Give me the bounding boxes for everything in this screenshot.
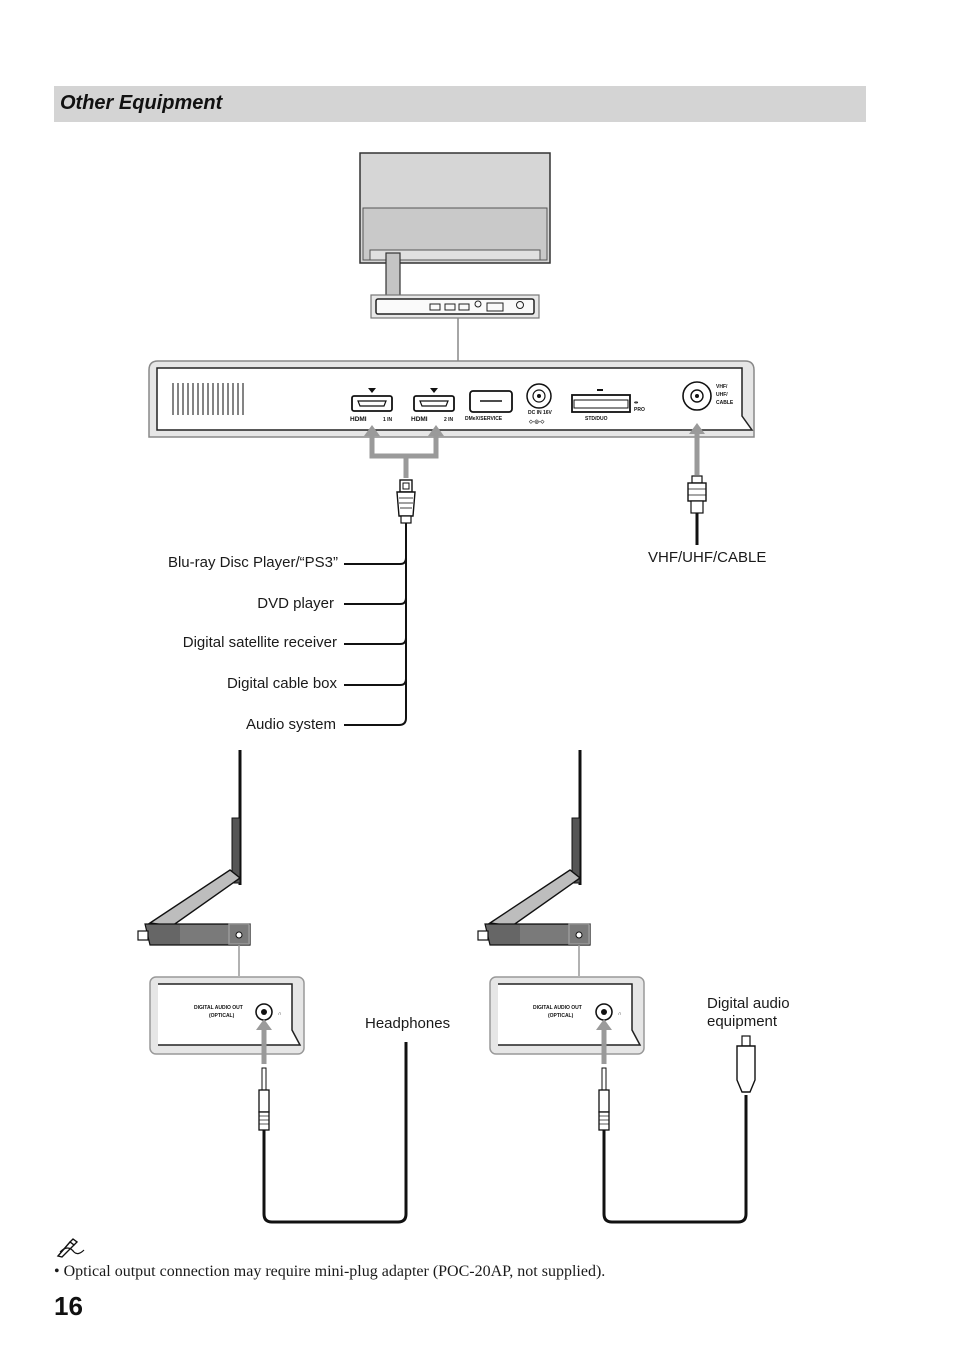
digital-audio-out-label-left-1: DIGITAL AUDIO OUT [194,1005,243,1011]
antenna-port: VHF/ UHF/ CABLE [682,381,734,411]
dc-in-label: DC IN 16V [528,410,553,416]
note-text: • Optical output connection may require … [54,1263,606,1280]
dmex-port: DMeX/SERVICE [465,390,513,422]
vhf-label-3: CABLE [716,400,734,406]
vhf-label-1: VHF/ [716,384,728,390]
digital-audio-out-label-left-2: (OPTICAL) [209,1013,235,1019]
device-cable-box: Digital cable box [227,675,338,692]
digital-audio-out-label-right-1: DIGITAL AUDIO OUT [533,1005,582,1011]
vent-grille [172,383,244,415]
connector-panel: HDMI 1 IN HDMI 2 IN DMeX/SERVICE DC IN 1… [148,360,755,438]
digital-audio-label-line2: equipment [707,1013,778,1030]
section-title: Other Equipment [60,92,223,114]
tv-rear-view [359,152,551,361]
page-number: 16 [54,1291,83,1321]
device-audio-system: Audio system [246,716,336,733]
hdmi-1-label: 1 IN [383,417,393,423]
headphone-icon: ∩ [278,1011,282,1017]
vhf-label-2: UHF/ [716,392,728,398]
antenna-label: VHF/UHF/CABLE [648,549,766,566]
tv-side-view-left: DIGITAL AUDIO OUT (OPTICAL) ∩ [137,750,408,1224]
antenna-cable [687,423,707,545]
device-dvd: DVD player [257,595,334,612]
pencil-note-icon [56,1238,85,1258]
dc-in-port: DC IN 16V ◇-◎-◇ [526,383,553,425]
hdmi-connection-arrows [344,425,444,726]
dc-polarity-icon: ◇-◎-◇ [528,419,545,425]
hdmi-2-port: HDMI 2 IN [411,388,455,423]
dmex-label: DMeX/SERVICE [465,416,503,422]
hdmi-1-port: HDMI 1 IN [350,388,393,423]
headphone-icon-right: ∩ [618,1011,622,1017]
device-satellite: Digital satellite receiver [183,634,337,651]
card-icon: ⇹ [634,400,639,406]
memory-stick-slot: STD/DUO PRO ⇹ [571,389,645,422]
hdmi-logo: HDMI [350,416,367,423]
pro-label: PRO [634,407,645,413]
section-header: Other Equipment [54,86,866,122]
digital-audio-label-line1: Digital audio [707,995,790,1012]
digital-audio-out-label-right-2: (OPTICAL) [548,1013,574,1019]
headphones-label: Headphones [365,1015,450,1032]
hdmi-logo-2: HDMI [411,416,428,423]
tv-side-view-right: DIGITAL AUDIO OUT (OPTICAL) ∩ [477,750,756,1224]
hdmi-2-label: 2 IN [444,417,454,423]
device-bluray: Blu-ray Disc Player/“PS3” [168,554,338,571]
std-duo-label: STD/DUO [585,416,608,422]
